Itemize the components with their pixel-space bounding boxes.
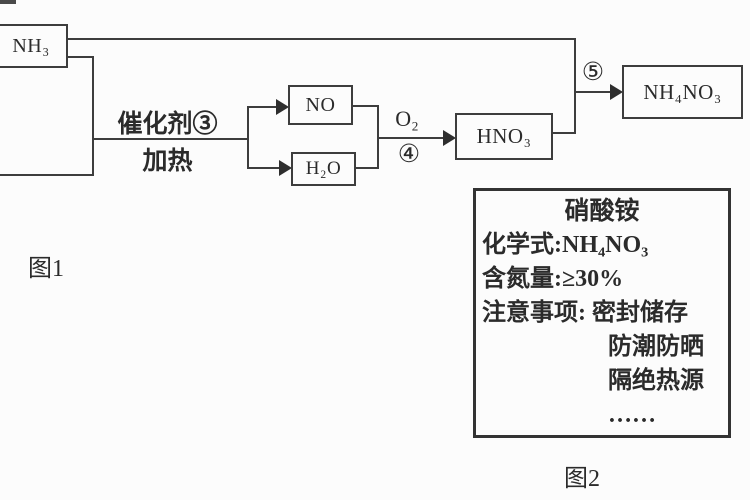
nh4no3-formula: NH₄NO₃ xyxy=(643,79,722,104)
hno3-formula: HNO₃ xyxy=(476,124,532,148)
line-bottom-from-left-edge xyxy=(0,174,93,176)
no-formula: NO xyxy=(305,93,336,116)
node-nh4no3: NH₄NO₃ xyxy=(622,65,743,119)
card-line-precautions: 注意事项: 密封储存 xyxy=(482,300,688,326)
node-h2o: H₂O xyxy=(291,152,356,186)
h2o-formula: H₂O xyxy=(305,158,342,179)
line-to-no-shaft xyxy=(247,106,276,108)
node-nh3: NH₃ xyxy=(0,24,68,68)
line-catalyst-step xyxy=(92,138,249,140)
card-line-formula: 化学式:NH₄NO₃ xyxy=(482,232,649,258)
line-split-vertical xyxy=(247,106,249,169)
heating-label: 加热 xyxy=(142,148,193,175)
line-to-hno3-shaft xyxy=(377,137,443,139)
nh3-formula: NH₃ xyxy=(12,34,50,57)
step4-circled-number: ④ xyxy=(397,141,421,168)
node-no: NO xyxy=(288,85,353,125)
line-left-vertical xyxy=(92,56,94,176)
o2-label: O₂ xyxy=(395,106,419,131)
card-title: 硝酸铵 xyxy=(564,198,640,225)
arrowhead-to-nh4no3 xyxy=(610,84,623,100)
node-hno3: HNO₃ xyxy=(455,113,553,160)
card-line-heat-source: 隔绝热源 xyxy=(608,368,704,394)
card-line-nitrogen-content: 含氮量:≥30% xyxy=(482,266,624,292)
arrowhead-to-no xyxy=(276,99,289,115)
arrowhead-to-hno3 xyxy=(443,130,456,146)
figure1-caption: 图1 xyxy=(28,256,64,282)
figure2-caption: 图2 xyxy=(564,466,600,492)
card-line-ellipsis: …… xyxy=(608,402,656,428)
cropped-edge-fragment xyxy=(0,0,16,4)
arrowhead-to-h2o xyxy=(279,160,292,176)
line-h2o-out xyxy=(355,167,379,169)
line-hno3-out xyxy=(552,132,576,134)
step5-circled-number: ⑤ xyxy=(581,59,605,86)
card-line-moisture-sun: 防潮防晒 xyxy=(608,334,704,360)
line-nh3-lower-out xyxy=(67,56,93,58)
line-right-vertical xyxy=(574,38,576,134)
line-to-h2o-shaft xyxy=(247,167,279,169)
line-nh3-top-to-junction xyxy=(68,38,576,40)
catalyst-label: 催化剂③ xyxy=(117,111,218,138)
line-no-out xyxy=(352,105,378,107)
line-step5-arrow-shaft xyxy=(574,91,612,93)
fertilizer-label-card: 硝酸铵 化学式:NH₄NO₃ 含氮量:≥30% 注意事项: 密封储存 防潮防晒 … xyxy=(473,188,731,438)
